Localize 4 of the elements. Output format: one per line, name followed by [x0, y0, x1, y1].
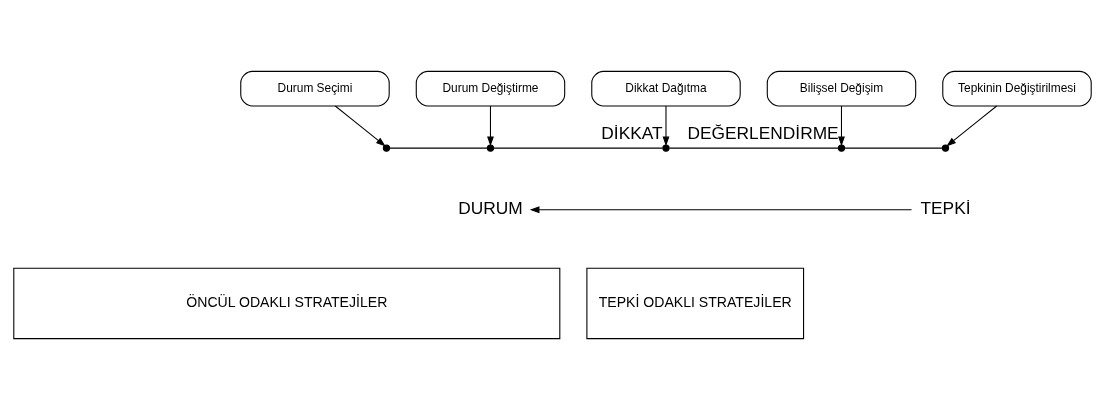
- node-text: TEPKİ: [920, 197, 971, 218]
- node-text: DURUM: [458, 197, 523, 218]
- node-label: DİKKAT: [601, 123, 663, 144]
- node-label: DEĞERLENDİRME: [687, 123, 839, 144]
